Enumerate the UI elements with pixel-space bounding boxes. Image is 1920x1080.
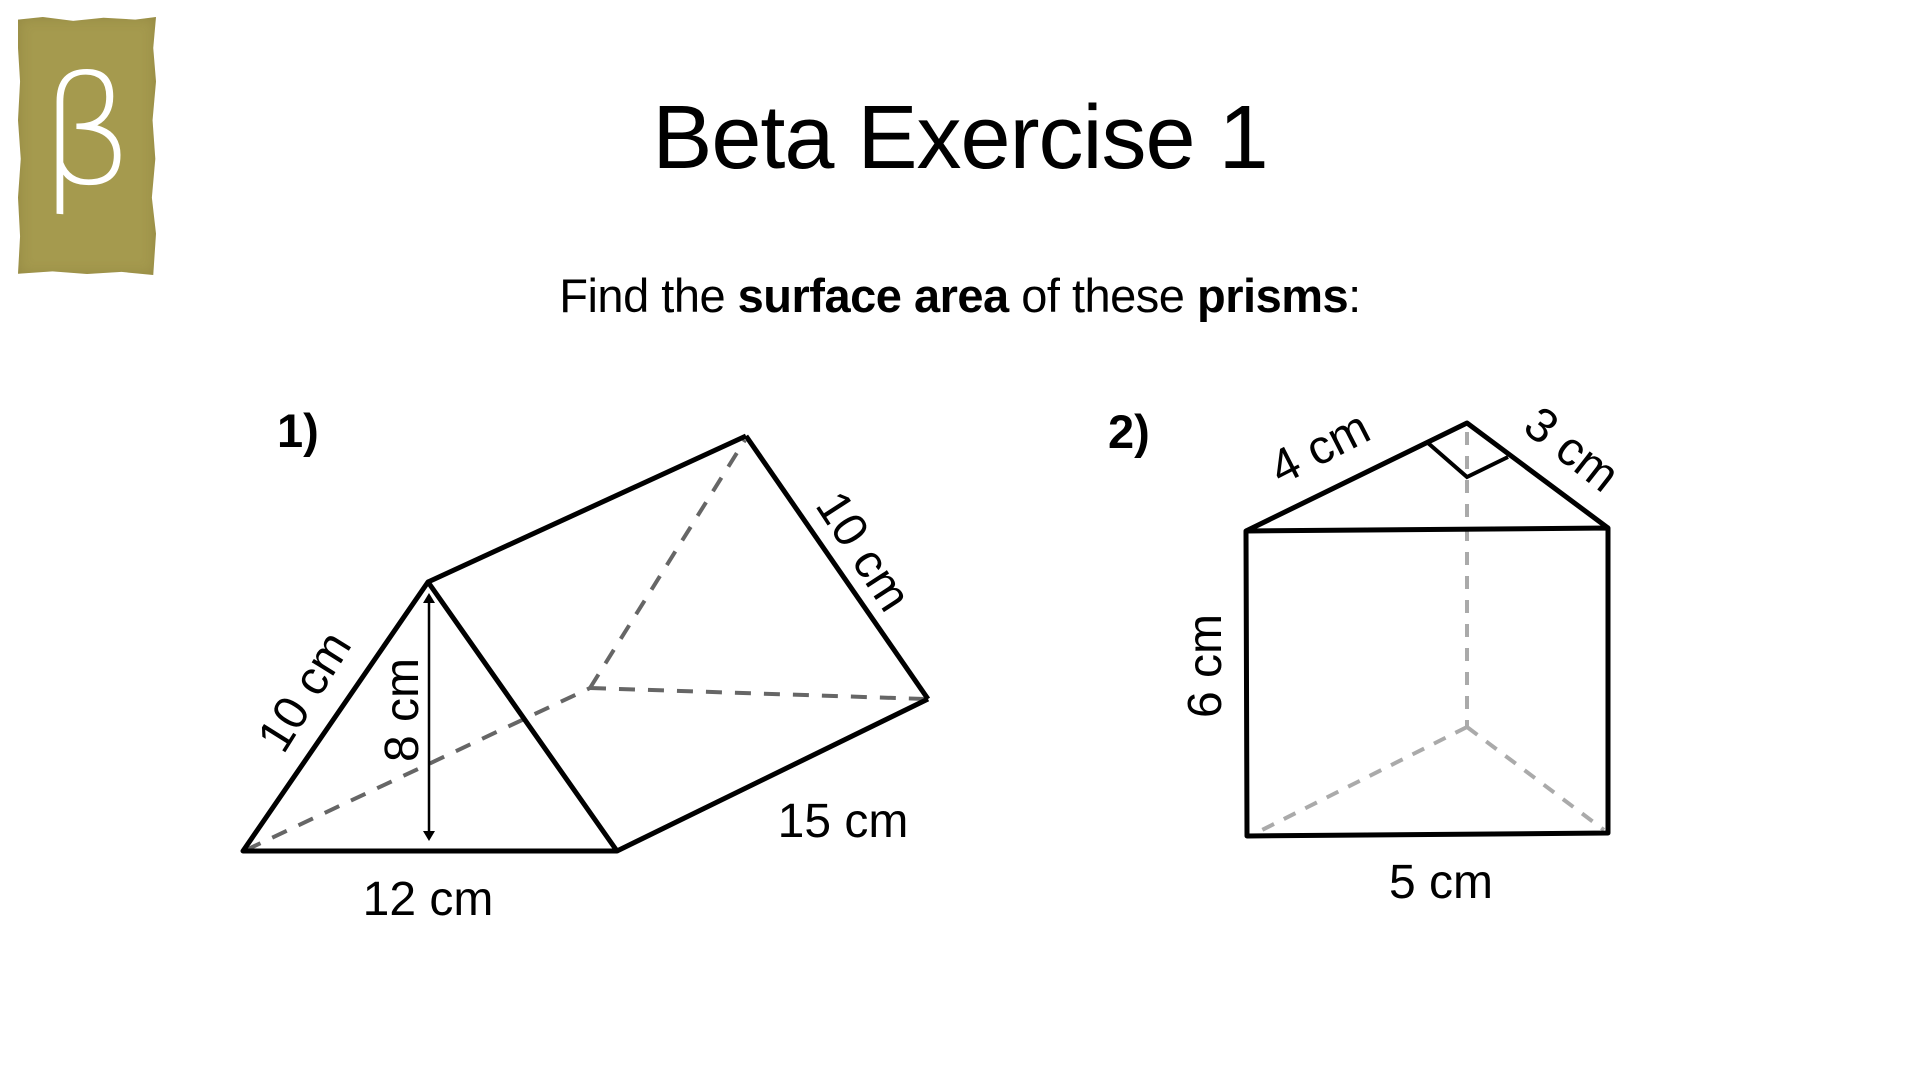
page-title: Beta Exercise 1 bbox=[652, 88, 1268, 188]
label-q1-height: 8 cm bbox=[376, 658, 429, 762]
instruction-text: Find the surface area of these prisms: bbox=[0, 272, 1920, 319]
label-q2-base: 5 cm bbox=[1389, 856, 1493, 909]
instruction-part: : bbox=[1348, 269, 1361, 322]
label-q2-top-left: 4 cm bbox=[1262, 401, 1379, 495]
instruction-part: Find the bbox=[559, 269, 738, 322]
label-q2-top-right: 3 cm bbox=[1514, 397, 1629, 503]
prism-1-hidden-edges bbox=[245, 438, 927, 852]
instruction-part: of these bbox=[1008, 269, 1198, 322]
prism-2: 4 cm 3 cm 6 cm 5 cm bbox=[1179, 397, 1629, 909]
question-1-number: 1) bbox=[277, 404, 319, 457]
prism-1-visible-edges bbox=[240, 433, 931, 854]
beta-badge-icon: β bbox=[39, 45, 135, 219]
label-q2-height: 6 cm bbox=[1179, 614, 1232, 718]
beta-badge: β bbox=[18, 17, 156, 275]
label-q1-back-slant: 10 cm bbox=[805, 482, 921, 620]
instruction-emphasis-prisms: prisms bbox=[1197, 269, 1349, 322]
prism-2-visible-edges bbox=[1243, 420, 1611, 839]
label-q1-length: 15 cm bbox=[778, 795, 909, 848]
label-q1-base: 12 cm bbox=[363, 873, 494, 926]
prism-1: 10 cm 8 cm 12 cm 10 cm 15 cm bbox=[240, 433, 931, 926]
label-q1-left-slant: 10 cm bbox=[248, 622, 362, 761]
instruction-emphasis-surface-area: surface area bbox=[737, 269, 1009, 322]
prism-2-hidden-edges bbox=[1257, 432, 1606, 834]
right-angle-marker bbox=[1426, 441, 1509, 480]
question-2-number: 2) bbox=[1108, 405, 1150, 458]
